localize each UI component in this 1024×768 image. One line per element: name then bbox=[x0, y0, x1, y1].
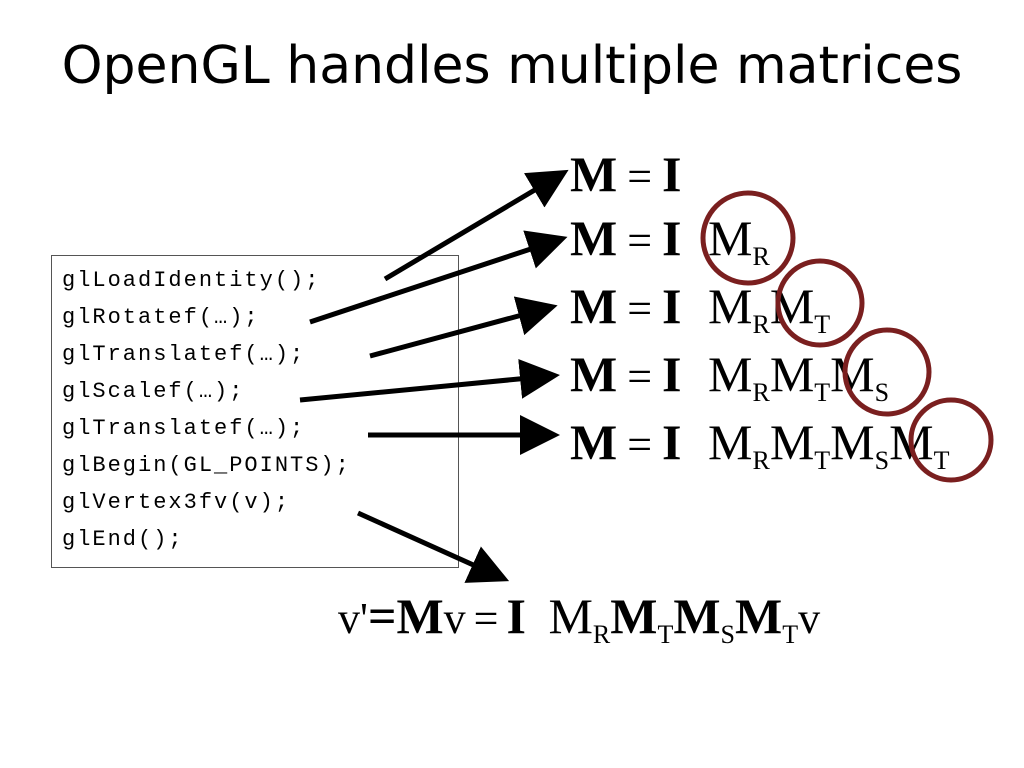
code-line-begin: glBegin(GL_POINTS); bbox=[62, 453, 351, 478]
eq5-lhs: M bbox=[570, 414, 618, 470]
final-term-mt: MT bbox=[610, 588, 674, 649]
code-line-rotate: glRotatef(…); bbox=[62, 305, 260, 330]
eq1-identity: I bbox=[662, 146, 682, 202]
eq5-term-mt: MT bbox=[769, 414, 831, 475]
final-equals: = bbox=[473, 594, 499, 643]
final-v-prime: v' bbox=[338, 594, 368, 643]
eq2-term-mr: MR bbox=[708, 210, 770, 271]
equation-3: M=I MRMT bbox=[570, 278, 831, 339]
eq1-equals: = bbox=[627, 152, 653, 201]
final-term-ms: MS bbox=[673, 588, 736, 649]
eq2-identity: I bbox=[662, 210, 682, 266]
code-line-end: glEnd(); bbox=[62, 527, 184, 552]
final-identity: I bbox=[506, 588, 526, 644]
eq2-equals: = bbox=[627, 216, 653, 265]
eq4-identity: I bbox=[662, 346, 682, 402]
final-assign: = bbox=[367, 588, 397, 644]
code-line-translate-2: glTranslatef(…); bbox=[62, 416, 306, 441]
eq5-identity: I bbox=[662, 414, 682, 470]
eq3-lhs: M bbox=[570, 278, 618, 334]
eq1-lhs: M bbox=[570, 146, 618, 202]
equation-4: M=I MRMTMS bbox=[570, 346, 890, 407]
eq5-term-mr: MR bbox=[708, 414, 770, 475]
eq3-equals: = bbox=[627, 284, 653, 333]
equation-5: M=I MRMTMSMT bbox=[570, 414, 950, 475]
eq3-identity: I bbox=[662, 278, 682, 334]
eq5-equals: = bbox=[627, 420, 653, 469]
eq4-term-mt: MT bbox=[769, 346, 831, 407]
final-v-end: v bbox=[798, 594, 821, 643]
eq2-lhs: M bbox=[570, 210, 618, 266]
eq4-term-mr: MR bbox=[708, 346, 770, 407]
eq3-term-mr: MR bbox=[708, 278, 770, 339]
equation-2: M=I MR bbox=[570, 210, 770, 271]
eq4-term-ms: MS bbox=[830, 346, 890, 407]
final-term-mt2: MT bbox=[735, 588, 799, 649]
code-line-load-identity: glLoadIdentity(); bbox=[62, 268, 321, 293]
final-v: v bbox=[443, 594, 466, 643]
code-listing: glLoadIdentity(); glRotatef(…); glTransl… bbox=[51, 255, 459, 568]
eq4-equals: = bbox=[627, 352, 653, 401]
equation-1: M=I bbox=[570, 148, 682, 203]
code-line-scale: glScalef(…); bbox=[62, 379, 245, 404]
eq5-term-ms: MS bbox=[830, 414, 890, 475]
final-term-mr: MR bbox=[548, 588, 611, 649]
code-line-translate-1: glTranslatef(…); bbox=[62, 342, 306, 367]
final-equation: v'=Mv=I MRMTMSMTv bbox=[338, 588, 821, 649]
eq4-lhs: M bbox=[570, 346, 618, 402]
eq3-term-mt: MT bbox=[769, 278, 831, 339]
eq5-term-mt2: MT bbox=[889, 414, 950, 475]
code-line-vertex: glVertex3fv(v); bbox=[62, 490, 291, 515]
final-m: M bbox=[396, 588, 444, 644]
slide-title: OpenGL handles multiple matrices bbox=[61, 36, 963, 96]
